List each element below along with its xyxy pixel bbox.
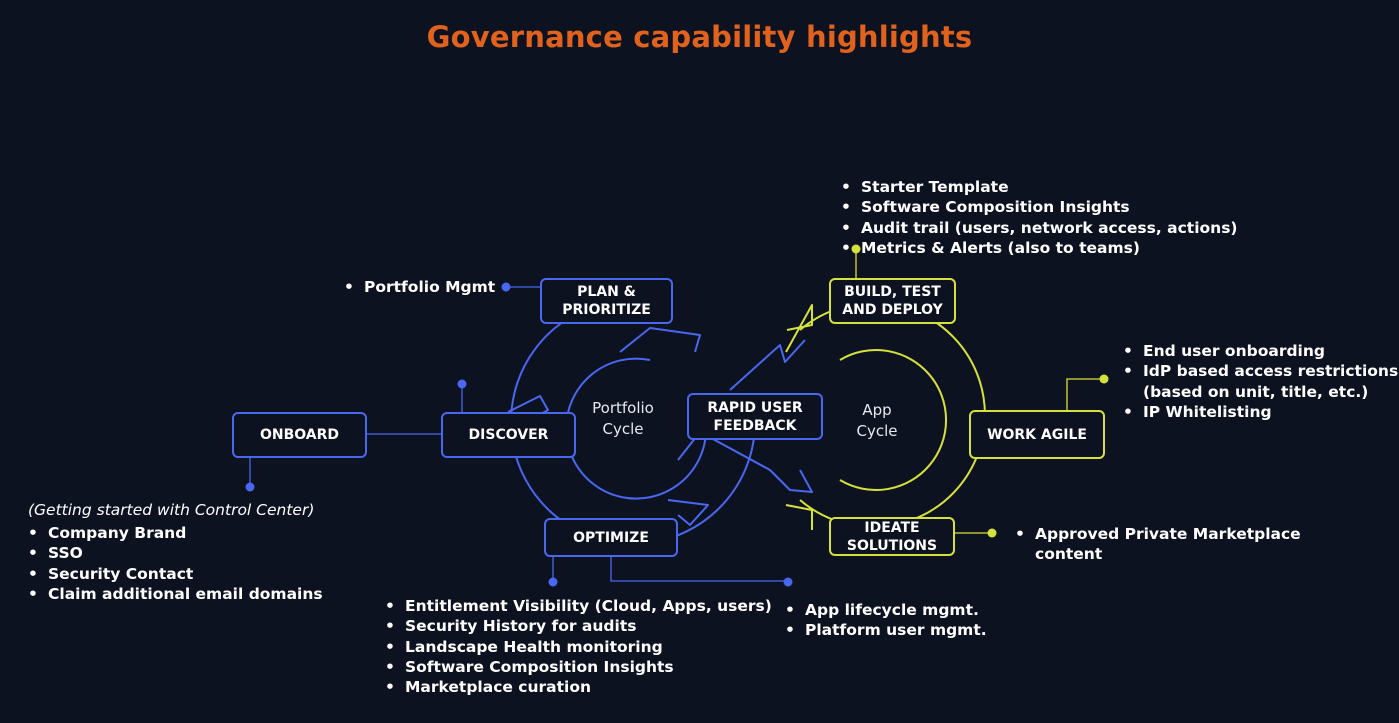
work-agile-note-item: IP Whitelisting bbox=[1123, 402, 1398, 423]
app-cycle-label: App Cycle bbox=[856, 401, 898, 440]
optimize-note-item: Entitlement Visibility (Cloud, Apps, use… bbox=[385, 596, 772, 617]
build-note-item: Audit trail (users, network access, acti… bbox=[841, 218, 1238, 239]
build-note-item: Metrics & Alerts (also to teams) bbox=[841, 238, 1238, 259]
stage-build-test-deploy: BUILD, TEST AND DEPLOY bbox=[829, 278, 956, 324]
discover-connector-dot bbox=[457, 379, 467, 389]
stage-plan-prioritize: PLAN & PRIORITIZE bbox=[540, 278, 673, 324]
stage-build-test-deploy-label: BUILD, TEST AND DEPLOY bbox=[842, 284, 943, 318]
plan-note-item: Portfolio Mgmt bbox=[344, 277, 495, 298]
stage-onboard-label: ONBOARD bbox=[259, 427, 340, 443]
page-title: Governance capability highlights bbox=[426, 20, 973, 54]
stage-discover-label: DISCOVER bbox=[468, 427, 549, 443]
portfolio-arrow-top bbox=[619, 327, 701, 353]
stage-work-agile-label: WORK AGILE bbox=[987, 426, 1087, 443]
stage-optimize-label: OPTIMIZE bbox=[573, 529, 649, 546]
onboard-note-item: Security Contact bbox=[28, 564, 323, 585]
app-arrow-bottom bbox=[785, 504, 813, 530]
build-notes: Starter Template Software Composition In… bbox=[841, 177, 1238, 258]
stage-rapid-user-feedback-label: RAPID USER FEEDBACK bbox=[707, 399, 803, 434]
onboard-connector-dot bbox=[245, 482, 255, 492]
feedback-note-item: Platform user mgmt. bbox=[785, 620, 987, 641]
stage-ideate-solutions-label: IDEATE SOLUTIONS bbox=[846, 519, 938, 554]
portfolio-arrow-bottom bbox=[667, 499, 709, 526]
ideate-note-item: Approved Private Marketplace bbox=[1015, 524, 1301, 545]
app-cycle-inner-ring bbox=[839, 349, 947, 491]
onboard-notes: Company Brand SSO Security Contact Claim… bbox=[28, 523, 323, 604]
onboard-note-item: Claim additional email domains bbox=[28, 584, 323, 605]
feedback-note-item: App lifecycle mgmt. bbox=[785, 600, 987, 621]
optimize-note-item: Security History for audits bbox=[385, 616, 772, 637]
stage-onboard: ONBOARD bbox=[232, 412, 367, 458]
portfolio-cycle-ring bbox=[510, 301, 757, 545]
build-note-item: Starter Template bbox=[841, 177, 1238, 198]
portfolio-cycle-label: Portfolio Cycle bbox=[592, 399, 654, 438]
stage-ideate-solutions: IDEATE SOLUTIONS bbox=[829, 517, 955, 556]
work-agile-connector bbox=[1066, 378, 1104, 410]
portfolio-cycle-inner-ring bbox=[565, 357, 708, 500]
stage-plan-prioritize-label: PLAN & PRIORITIZE bbox=[562, 284, 651, 318]
onboard-intro: (Getting started with Control Center) bbox=[28, 501, 315, 519]
work-agile-note-item: IdP based access restrictions bbox=[1123, 361, 1398, 382]
work-agile-note-continuation: (based on unit, title, etc.) bbox=[1143, 382, 1369, 401]
optimize-note-item: Marketplace curation bbox=[385, 677, 772, 698]
ideate-note-continuation: content bbox=[1035, 545, 1103, 564]
onboard-note-item: Company Brand bbox=[28, 523, 323, 544]
feedback-connector bbox=[610, 556, 787, 582]
feedback-notes: App lifecycle mgmt. Platform user mgmt. bbox=[785, 600, 987, 641]
feedback-connector-dot bbox=[783, 577, 793, 587]
stage-rapid-user-feedback: RAPID USER FEEDBACK bbox=[687, 393, 823, 440]
optimize-note-item: Landscape Health monitoring bbox=[385, 637, 772, 658]
build-note-item: Software Composition Insights bbox=[841, 197, 1238, 218]
stage-discover: DISCOVER bbox=[441, 412, 576, 458]
optimize-notes: Entitlement Visibility (Cloud, Apps, use… bbox=[385, 596, 772, 698]
crossing-arrow-upper bbox=[729, 339, 806, 391]
ideate-connector-dot bbox=[987, 528, 997, 538]
onboard-note-item: SSO bbox=[28, 543, 323, 564]
plan-notes: Portfolio Mgmt bbox=[344, 277, 495, 298]
work-agile-notes: End user onboarding IdP based access res… bbox=[1123, 341, 1398, 422]
work-agile-note-item: End user onboarding bbox=[1123, 341, 1398, 362]
stage-optimize: OPTIMIZE bbox=[544, 518, 678, 557]
optimize-note-item: Software Composition Insights bbox=[385, 657, 772, 678]
stage-work-agile: WORK AGILE bbox=[969, 410, 1105, 459]
plan-connector-dot bbox=[501, 282, 511, 292]
work-agile-connector-dot bbox=[1099, 374, 1109, 384]
app-arrow-top bbox=[785, 304, 813, 353]
optimize-connector-dot bbox=[548, 577, 558, 587]
ideate-notes: Approved Private Marketplace content bbox=[1015, 524, 1301, 565]
